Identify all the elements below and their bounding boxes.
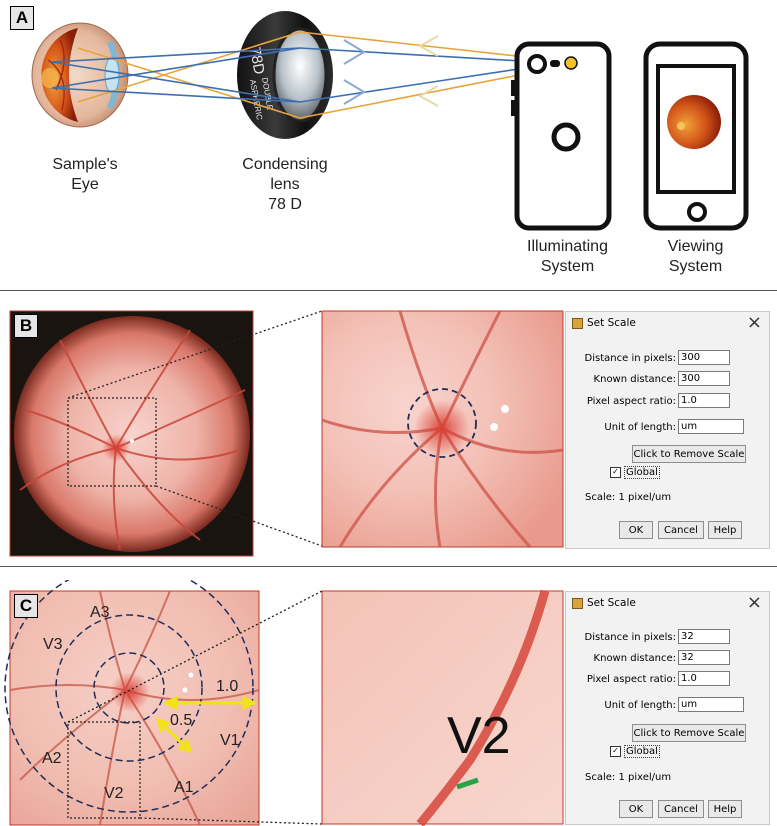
optical-setup-diagram: 78D DOUBLE ASPHERIC (31, 11, 749, 231)
close-icon[interactable]: × (746, 592, 762, 613)
cancel-button[interactable]: Cancel (658, 521, 704, 539)
ray-direction-arrows (343, 35, 439, 107)
close-icon[interactable]: × (746, 312, 762, 333)
label-v2-big: V2 (447, 707, 511, 765)
illuminating-phone-illustration (511, 41, 612, 231)
scale-readout: Scale: 1 pixel/um (585, 492, 672, 503)
unit-length-input[interactable] (678, 697, 744, 712)
label-1-0: 1.0 (216, 678, 239, 695)
condensing-lens-illustration: 78D DOUBLE ASPHERIC (237, 11, 333, 139)
label-distance-pixels: Distance in pixels: (584, 353, 676, 364)
dialog-title-c: Set Scale (572, 597, 636, 609)
separator-b-c (0, 566, 777, 567)
remove-scale-button[interactable]: Click to Remove Scale (632, 724, 746, 742)
label-v1: V1 (220, 732, 240, 749)
scale-readout: Scale: 1 pixel/um (585, 772, 672, 783)
known-distance-input[interactable] (678, 650, 730, 665)
panel-c-tag: C (14, 594, 38, 618)
label-known-distance: Known distance: (593, 653, 676, 664)
panel-a-tag: A (10, 6, 34, 30)
help-button[interactable]: Help (708, 521, 742, 539)
light-rays (51, 31, 571, 119)
label-0-5: 0.5 (170, 712, 193, 729)
label-known-distance: Known distance: (593, 374, 676, 385)
panel-b-fundus-images (9, 310, 564, 557)
illuminating-caption: Illuminating System (527, 238, 608, 275)
label-aspect-ratio: Pixel aspect ratio: (586, 674, 676, 685)
label-distance-pixels: Distance in pixels: (584, 632, 676, 643)
unit-length-input[interactable] (678, 419, 744, 434)
separator-a-b (0, 290, 777, 291)
ok-button[interactable]: OK (619, 800, 653, 818)
imagej-icon (572, 317, 583, 329)
label-v3: V3 (43, 636, 63, 653)
set-scale-dialog-c: Set Scale × Distance in pixels: Known di… (565, 591, 770, 825)
checkbox-check-icon: ✓ (610, 467, 621, 478)
viewing-caption: Viewing System (667, 238, 724, 275)
distance-pixels-input[interactable] (678, 629, 730, 644)
aspect-ratio-input[interactable] (678, 393, 730, 408)
set-scale-dialog-b: Set Scale × Distance in pixels: Known di… (565, 311, 770, 549)
eye-caption: Sample's Eye (52, 156, 118, 193)
lens-caption: Condensing lens 78 D (242, 156, 328, 213)
distance-pixels-input[interactable] (678, 350, 730, 365)
aspect-ratio-input[interactable] (678, 671, 730, 686)
label-unit-length: Unit of length: (604, 700, 676, 711)
help-button[interactable]: Help (708, 800, 742, 818)
label-v2-small: V2 (104, 785, 124, 802)
cancel-button[interactable]: Cancel (658, 800, 704, 818)
global-checkbox[interactable]: ✓ Global (610, 466, 660, 479)
eye-illustration (31, 22, 129, 128)
imagej-icon (572, 597, 583, 609)
known-distance-input[interactable] (678, 371, 730, 386)
ok-button[interactable]: OK (619, 521, 653, 539)
remove-scale-button[interactable]: Click to Remove Scale (632, 445, 746, 463)
label-a1: A1 (174, 779, 194, 796)
label-a2: A2 (42, 750, 62, 767)
global-checkbox[interactable]: ✓ Global (610, 745, 660, 758)
label-aspect-ratio: Pixel aspect ratio: (586, 396, 676, 407)
viewing-phone-illustration (643, 41, 749, 231)
label-a3: A3 (90, 604, 110, 621)
panel-c-fundus-images (4, 580, 564, 826)
dialog-title-b: Set Scale (572, 317, 636, 329)
label-unit-length: Unit of length: (604, 422, 676, 433)
measurement-arrows (155, 695, 258, 754)
checkbox-check-icon: ✓ (610, 746, 621, 757)
panel-b-tag: B (14, 314, 38, 338)
